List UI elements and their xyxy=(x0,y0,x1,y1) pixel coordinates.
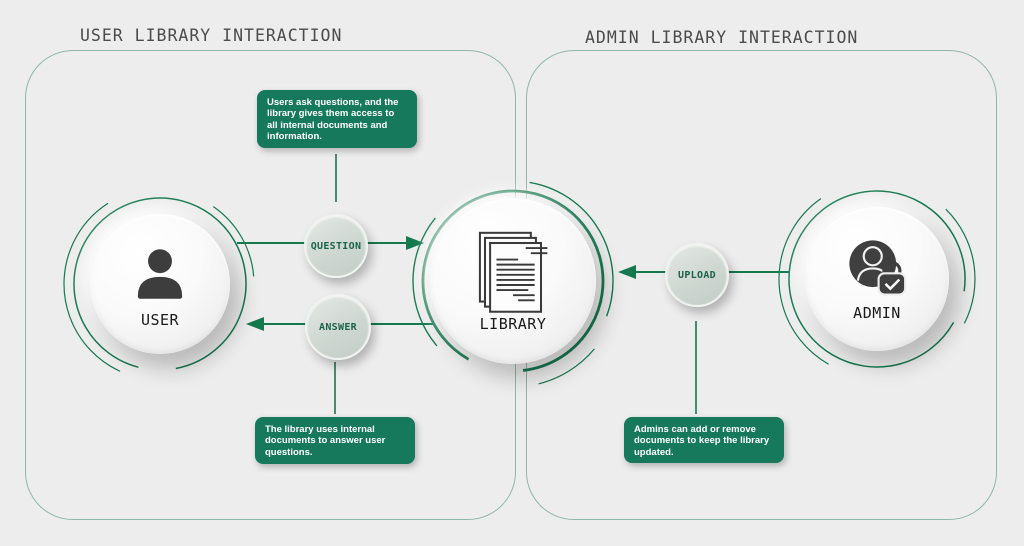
admin-user-lock-icon xyxy=(849,240,907,296)
question-connector: QUESTION xyxy=(304,214,368,278)
note-admin-upload: Admins can add or remove documents to ke… xyxy=(624,417,784,463)
library-node: LIBRARY xyxy=(430,198,596,364)
library-node-label: LIBRARY xyxy=(479,315,547,333)
arrow-to-library-upload-icon xyxy=(618,265,636,279)
arrow-to-user-icon xyxy=(246,317,264,331)
answer-connector-label: ANSWER xyxy=(319,321,357,333)
user-ring-arcs xyxy=(63,187,257,381)
library-ring-arcs xyxy=(406,174,620,388)
user-node-label: USER xyxy=(140,311,180,329)
upload-connector-label: UPLOAD xyxy=(678,269,716,281)
note-user-question: Users ask questions, and the library giv… xyxy=(257,90,417,148)
admin-section-title: ADMIN LIBRARY INTERACTION xyxy=(579,28,865,47)
user-section-title: USER LIBRARY INTERACTION xyxy=(74,26,349,45)
answer-connector: ANSWER xyxy=(305,294,371,360)
user-icon xyxy=(137,249,183,299)
question-connector-label: QUESTION xyxy=(310,240,362,252)
admin-node: ADMIN xyxy=(805,207,949,351)
documents-icon xyxy=(478,231,548,313)
arrow-to-library-icon xyxy=(406,236,424,250)
note-user-answer: The library uses internal documents to a… xyxy=(255,417,415,464)
admin-node-label: ADMIN xyxy=(853,304,901,322)
upload-connector: UPLOAD xyxy=(665,243,729,307)
admin-ring-arcs xyxy=(778,180,976,378)
user-node: USER xyxy=(90,214,230,354)
